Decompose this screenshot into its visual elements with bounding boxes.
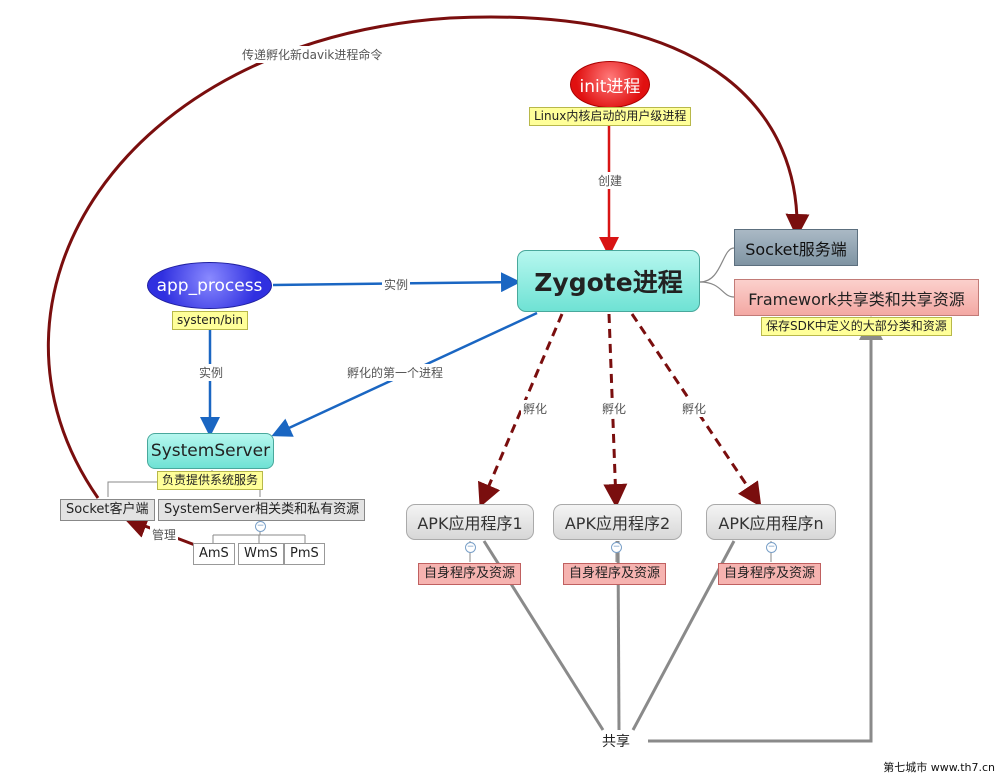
share-line-n — [631, 540, 736, 731]
apk1-node: APK应用程序1 — [406, 504, 534, 540]
pass-command-label: 传递孵化新davik进程命令 — [240, 46, 385, 63]
create-label: 创建 — [596, 172, 625, 189]
collapse-icon[interactable]: − — [766, 542, 777, 553]
system-server-label: SystemServer — [150, 441, 271, 461]
pass-command-curve — [46, 15, 810, 499]
hatch-label-1: 孵化 — [521, 400, 550, 417]
zygote-label: Zygote进程 — [534, 268, 683, 297]
app-process-note: system/bin — [172, 311, 248, 330]
share-node: 共享 — [600, 731, 632, 751]
watermark: 第七城市 www.th7.cn — [883, 761, 995, 774]
zygote-socket-link — [699, 247, 735, 283]
own-res-note-n: 自身程序及资源 — [718, 563, 822, 585]
app-process-node: app_process — [147, 262, 272, 309]
ams-node: AmS — [193, 543, 235, 565]
apk2-node: APK应用程序2 — [553, 504, 682, 540]
own-res-note-2: 自身程序及资源 — [563, 563, 667, 585]
system-server-note: 负责提供系统服务 — [157, 471, 264, 490]
manage-label: 管理 — [150, 526, 179, 543]
collapse-icon[interactable]: − — [611, 542, 622, 553]
app-process-label: app_process — [156, 275, 263, 296]
hatch-label-n: 孵化 — [680, 400, 709, 417]
socket-server-label: Socket服务端 — [745, 239, 847, 259]
framework-label: Framework共享类和共享资源 — [748, 289, 965, 309]
collapse-icon[interactable]: − — [255, 521, 266, 532]
hatch-arrow-1 — [478, 313, 564, 508]
system-server-node: SystemServer — [147, 433, 274, 469]
socket-client-node: Socket客户端 — [60, 499, 155, 521]
ss-resources-node: SystemServer相关类和私有资源 — [158, 499, 366, 521]
instance-label-systemserver: 实例 — [197, 364, 226, 381]
zygote-framework-link — [699, 281, 735, 298]
first-hatch-label: 孵化的第一个进程 — [345, 364, 446, 381]
init-process-node: init进程 — [570, 61, 650, 108]
collapse-icon[interactable]: − — [465, 542, 476, 553]
framework-node: Framework共享类和共享资源 — [734, 279, 979, 316]
framework-note: 保存SDK中定义的大部分类和资源 — [761, 317, 952, 336]
hatch-label-2: 孵化 — [600, 400, 629, 417]
share-framework-arrow — [648, 316, 883, 743]
pms-node: PmS — [284, 543, 325, 565]
socket-server-node: Socket服务端 — [734, 229, 858, 266]
wms-node: WmS — [238, 543, 284, 565]
instance-label-zygote: 实例 — [382, 276, 411, 293]
init-note: Linux内核启动的用户级进程 — [529, 107, 692, 126]
zygote-node: Zygote进程 — [517, 250, 700, 312]
own-res-note-1: 自身程序及资源 — [418, 563, 522, 585]
apkn-node: APK应用程序n — [706, 504, 836, 540]
init-process-label: init进程 — [579, 77, 641, 97]
